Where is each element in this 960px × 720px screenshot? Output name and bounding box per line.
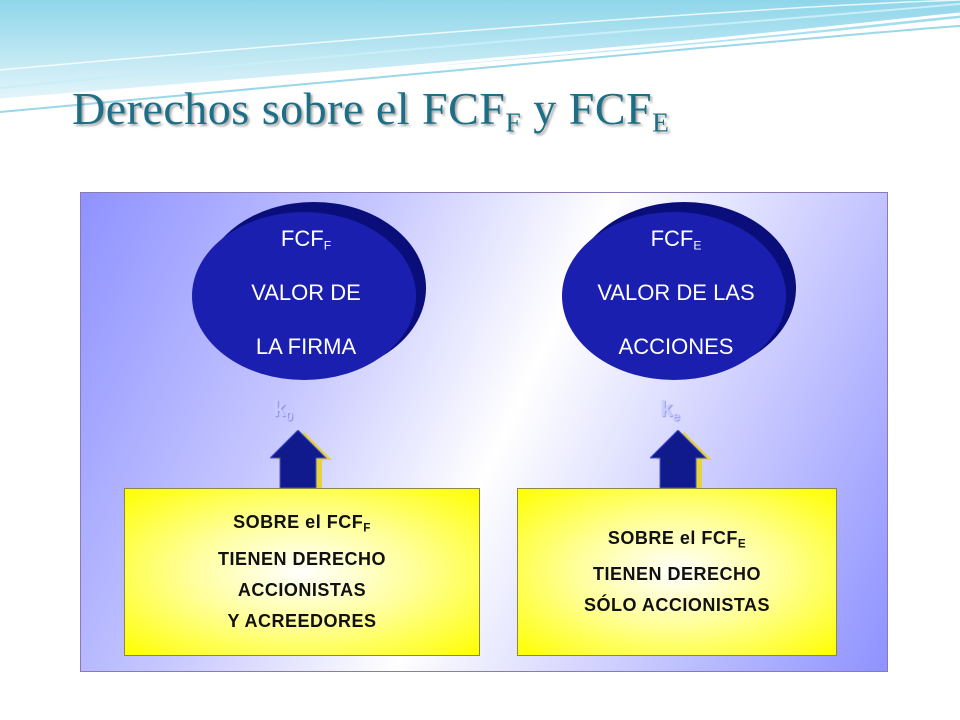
- equity-claims-line: TIENEN DERECHO: [592, 564, 761, 585]
- equity-claims-box: SOBRE el FCFE TIENEN DERECHO SÓLO ACCION…: [517, 488, 837, 656]
- firm-claims-line: TIENEN DERECHO: [217, 548, 386, 569]
- equity-value-line-2: ACCIONES: [618, 334, 734, 359]
- equity-value-ellipse: [562, 202, 796, 380]
- slide-title: Derechos sobre el FCFF y FCFE: [72, 82, 669, 139]
- equity-claims-line: SOBRE el FCFE: [607, 527, 747, 551]
- title-connector: y FCF: [521, 83, 653, 134]
- title-text: Derechos sobre el FCF: [72, 83, 506, 134]
- firm-value-ellipse: [192, 202, 426, 380]
- firm-value-line: VALOR DE: [251, 280, 361, 305]
- up-arrow-icon: [270, 430, 332, 488]
- discount-rate-k0-label: k0: [273, 396, 293, 424]
- firm-claims-line: SOBRE el FCFF: [233, 512, 371, 535]
- equity-value-line: VALOR DE LAS: [597, 280, 755, 305]
- firm-value-line-2: LA FIRMA: [255, 334, 357, 359]
- equity-claims-line: SÓLO ACCIONISTAS: [583, 595, 770, 616]
- discount-rate-ke-label: ke: [660, 396, 680, 424]
- title-subscript-f: F: [505, 106, 522, 138]
- firm-claims-line: ACCIONISTAS: [237, 579, 367, 600]
- up-arrow-icon: [650, 430, 712, 488]
- firm-claims-box: SOBRE el FCFF TIENEN DERECHO ACCIONISTAS…: [124, 488, 480, 656]
- firm-claims-line: Y ACREEDORES: [227, 610, 377, 631]
- equity-value-fcf-label: FCFE: [650, 226, 702, 253]
- firm-value-fcf-label: FCFF: [280, 226, 332, 253]
- title-subscript-e: E: [652, 106, 670, 138]
- background-swoosh: [0, 0, 960, 113]
